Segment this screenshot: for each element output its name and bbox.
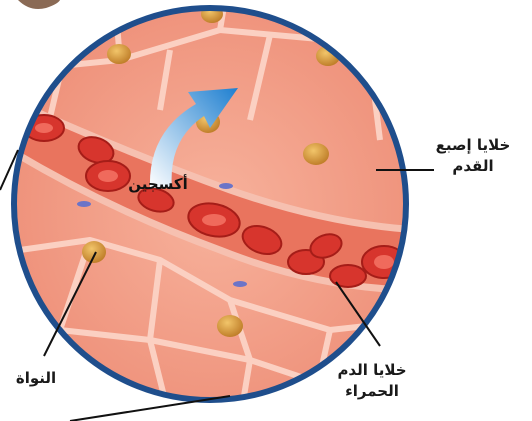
label-toe-cells-line2: القدم [418, 156, 528, 177]
cell-nucleus [82, 241, 106, 263]
label-toe-cells: خلايا إصبع القدم [418, 135, 528, 177]
label-oxygen: أكسجين [118, 174, 198, 195]
label-toe-cells-line1: خلايا إصبع [418, 135, 528, 156]
cell-nucleus [84, 372, 108, 392]
cell-nucleus [303, 143, 329, 165]
label-red-blood-cells: خلايا الدم الحمراء [318, 360, 426, 402]
label-red-blood-cells-line2: الحمراء [318, 381, 426, 402]
cell-nucleus [107, 44, 131, 64]
cell-nucleus [217, 315, 243, 337]
label-nucleus: النواة [0, 368, 72, 389]
label-red-blood-cells-line1: خلايا الدم [318, 360, 426, 381]
foot-fragment [18, 0, 60, 9]
